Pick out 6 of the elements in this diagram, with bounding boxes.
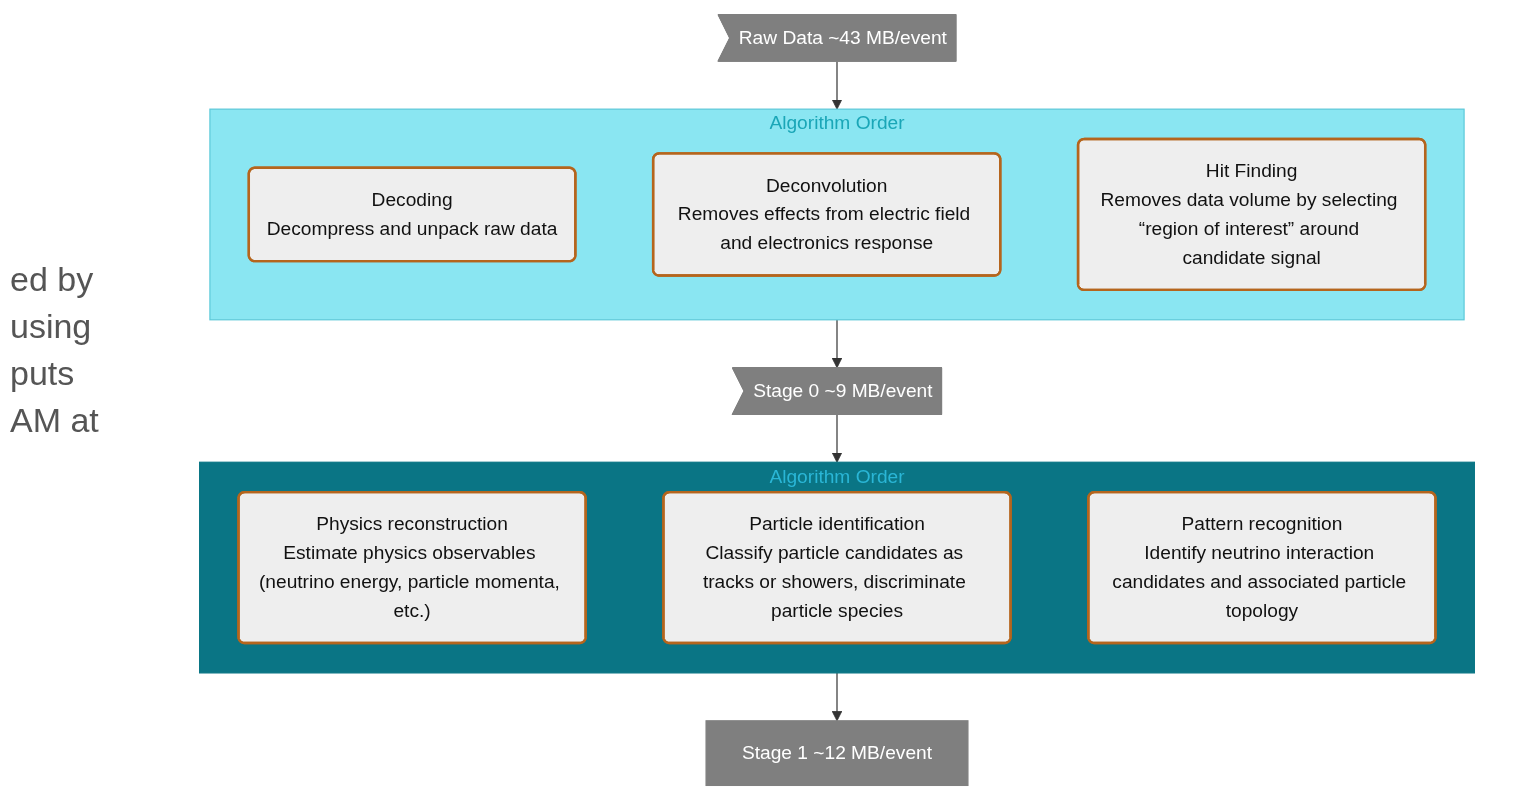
arrow [831,672,843,722]
note-text: ed by [10,260,95,299]
note-text: AM at [10,401,100,440]
note-text: using [10,307,93,346]
node-box: Stage 1 ~12 MB/event [705,720,969,786]
note-text: puts [10,354,76,393]
